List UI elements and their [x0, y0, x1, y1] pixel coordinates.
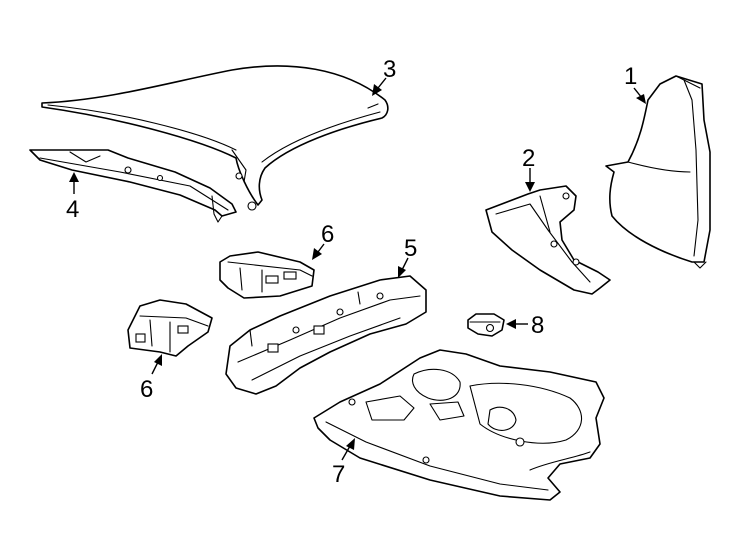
upper-module-bracket	[219, 251, 315, 299]
callout-6-upper: 6	[321, 221, 334, 248]
callout-7: 7	[332, 461, 345, 488]
quarter-trim-panel	[605, 75, 711, 269]
callout-labels: 1 2 3 4 5 6 6 7 8	[66, 56, 637, 488]
rear-crossmember-bracket	[225, 275, 427, 395]
callout-4: 4	[66, 196, 79, 223]
callout-6-lower: 6	[140, 376, 153, 403]
bumper-stop	[467, 313, 505, 337]
callout-5: 5	[404, 235, 417, 262]
lid-hinge-panel	[29, 149, 237, 223]
callout-8: 8	[531, 312, 544, 339]
callout-3: 3	[383, 56, 396, 83]
trunk-lid	[41, 65, 389, 211]
trunk-floor-panel	[313, 349, 605, 501]
callout-2: 2	[522, 145, 535, 172]
leader-lines	[69, 77, 646, 461]
callout-1: 1	[624, 63, 637, 90]
corner-bracket	[485, 185, 611, 295]
lower-module-bracket	[127, 299, 213, 357]
